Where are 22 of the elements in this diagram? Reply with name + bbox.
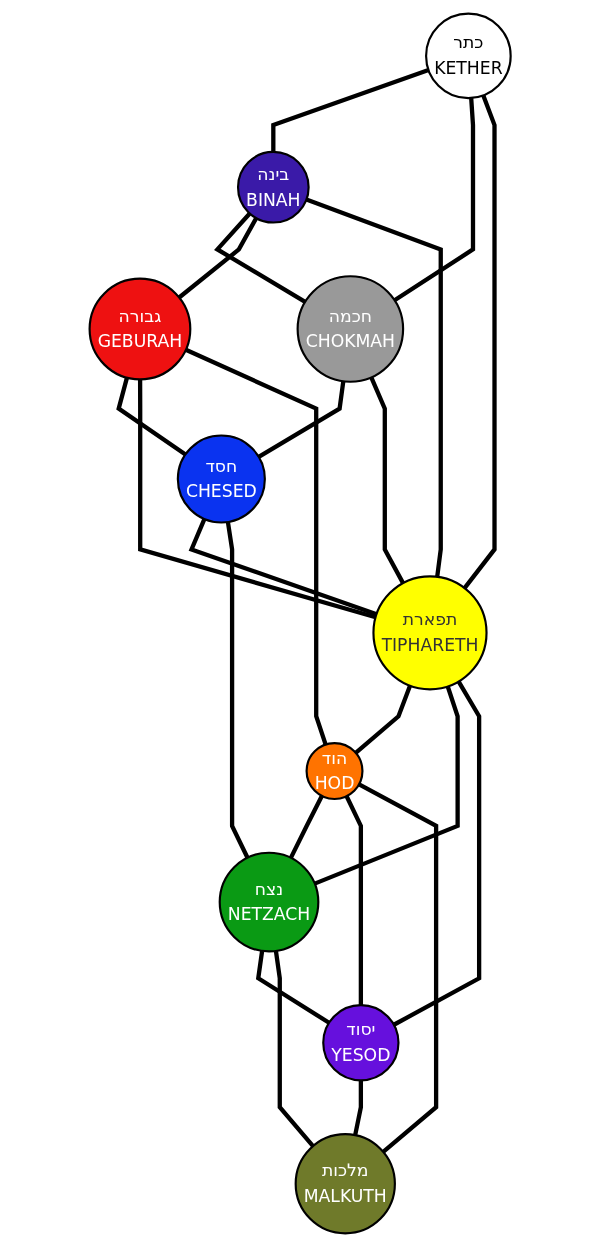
connector (344, 795, 363, 1006)
connector (313, 685, 460, 886)
connector (188, 518, 378, 617)
connector (116, 377, 187, 457)
connector (462, 94, 497, 590)
connector (225, 521, 250, 859)
connector (255, 950, 331, 1025)
connector (357, 782, 439, 1154)
connector (288, 795, 324, 859)
connector (393, 97, 475, 303)
connector (271, 68, 430, 152)
connector (273, 950, 315, 1148)
connector (137, 379, 377, 620)
connector (354, 685, 412, 755)
connector (213, 212, 307, 304)
connector (392, 680, 482, 1027)
connector (352, 1080, 363, 1136)
connector (369, 376, 405, 585)
connector (177, 217, 258, 300)
connector (305, 197, 443, 578)
connector (257, 381, 346, 459)
connector (184, 347, 328, 746)
